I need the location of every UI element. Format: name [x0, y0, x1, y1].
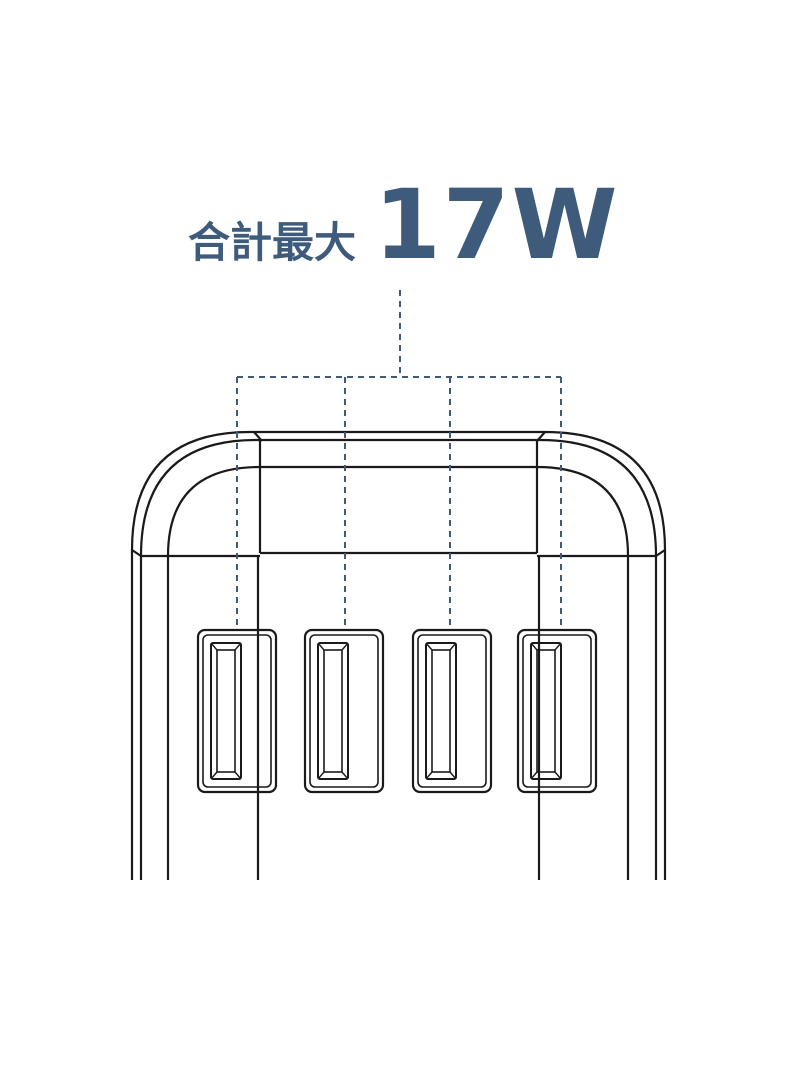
usb-port-outer	[196, 628, 278, 794]
usb-port-1	[196, 628, 278, 794]
usb-port-corner	[449, 771, 457, 780]
usb-port-corner	[425, 642, 433, 651]
inner-shell-outline	[139, 438, 658, 880]
device-body	[130, 430, 667, 880]
outer-shell-outline	[130, 430, 667, 880]
usb-port-contact	[431, 649, 451, 773]
usb-port-corner	[425, 771, 433, 780]
usb-port-bezel	[309, 634, 379, 788]
total-output-headline: 合計最大 17W	[0, 170, 800, 280]
usb-port-corner	[234, 771, 242, 780]
usb-port-corner	[234, 642, 242, 651]
usb-port-3	[411, 628, 493, 794]
wattage-value: 17W	[374, 169, 620, 281]
usb-port-4	[516, 628, 598, 794]
usb-port-corner	[530, 642, 538, 651]
usb-port-corner	[341, 771, 349, 780]
usb-port-corner	[341, 642, 349, 651]
usb-port-contact	[216, 649, 236, 773]
usb-port-2	[303, 628, 385, 794]
usb-port-bezel	[202, 634, 272, 788]
power-share-connector	[236, 290, 562, 628]
usb-port-outer	[303, 628, 385, 794]
usb-port-bezel	[417, 634, 487, 788]
usb-port-corner	[210, 642, 218, 651]
total-max-label: 合計最大	[188, 218, 357, 267]
usb-port-contact	[536, 649, 556, 773]
top-bevel-outline	[166, 465, 630, 880]
usb-port-corner	[317, 771, 325, 780]
top-bevel-right-edge	[536, 431, 546, 442]
shoulder-right-edge	[655, 549, 666, 557]
usb-port-corner	[449, 642, 457, 651]
usb-port-corner	[554, 642, 562, 651]
usb-port-outer	[516, 628, 598, 794]
usb-port-corner	[317, 642, 325, 651]
usb-port-corner	[210, 771, 218, 780]
top-bevel-left-edge	[253, 431, 263, 442]
usb-port-group	[196, 628, 598, 794]
usb-port-outer	[411, 628, 493, 794]
usb-port-tongue	[530, 642, 562, 780]
usb-port-contact	[323, 649, 343, 773]
usb-port-corner	[554, 771, 562, 780]
usb-port-tongue	[317, 642, 349, 780]
usb-port-tongue	[210, 642, 242, 780]
usb-port-bezel	[522, 634, 592, 788]
usb-port-corner	[530, 771, 538, 780]
shoulder-left-edge	[131, 549, 142, 557]
usb-port-tongue	[425, 642, 457, 780]
